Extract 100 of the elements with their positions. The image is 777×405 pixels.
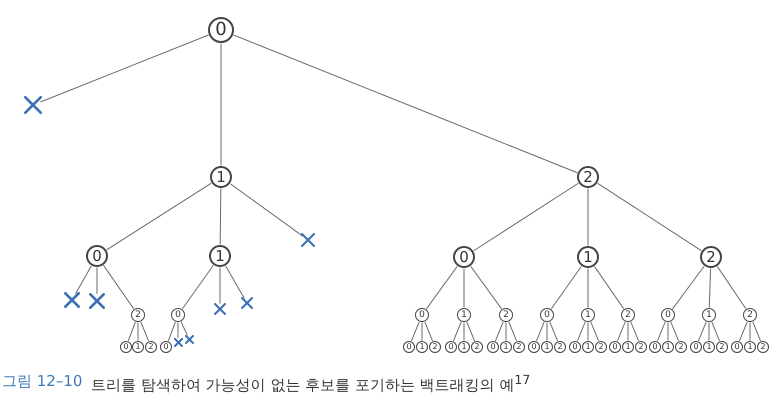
cross-mark — [214, 303, 226, 315]
tree-branch — [597, 182, 702, 252]
tree-branch — [738, 321, 748, 342]
tree-branch — [698, 321, 707, 342]
tree-branch — [106, 182, 212, 250]
tree-branch — [470, 266, 502, 310]
cross-mark — [64, 292, 80, 308]
tree-node: 0 — [208, 17, 234, 43]
tree-branch — [40, 34, 209, 102]
tree-branch — [616, 321, 626, 342]
tree-node: 2 — [700, 246, 722, 268]
cross-mark — [89, 293, 105, 309]
tree-node: 1 — [662, 341, 674, 353]
tree-node: 1 — [209, 245, 231, 267]
tree-node: 2 — [554, 341, 566, 353]
tree-branch — [426, 266, 458, 310]
tree-node: 2 — [577, 166, 599, 188]
tree-node: 2 — [675, 341, 687, 353]
cross-mark — [174, 338, 182, 346]
tree-node: 1 — [744, 341, 756, 353]
tree-branch — [220, 43, 222, 166]
tree-branch — [75, 266, 92, 294]
tree-node: 1 — [210, 166, 232, 188]
tree-branch — [225, 265, 245, 299]
figure-number: 그림 12–10 — [2, 372, 82, 391]
tree-node: 2 — [131, 308, 145, 322]
tree-branch — [708, 268, 712, 308]
tree-branch — [576, 321, 586, 342]
tree-node: 0 — [453, 246, 475, 268]
tree-node: 0 — [415, 308, 429, 322]
tree-node: 0 — [569, 341, 581, 353]
tree-branch — [140, 321, 150, 342]
tree-branch — [452, 321, 462, 342]
tree-branch — [168, 322, 176, 342]
cross-mark — [301, 233, 315, 247]
tree-node: 0 — [445, 341, 457, 353]
tree-branch — [630, 321, 640, 342]
tree-branch — [752, 321, 762, 342]
tree-branch — [594, 266, 624, 310]
tree-node: 1 — [500, 341, 512, 353]
tree-node: 2 — [743, 308, 757, 322]
tree-node: 2 — [635, 341, 647, 353]
tree-branch — [220, 188, 222, 245]
tree-node: 0 — [540, 308, 554, 322]
tree-node: 1 — [703, 341, 715, 353]
tree-branch — [716, 266, 746, 310]
tree-branch — [128, 322, 136, 342]
caption: 트리를 탐색하여 가능성이 없는 후보를 포기하는 백트래킹의 예$^{17}$ — [91, 372, 530, 395]
tree-branch — [230, 183, 304, 237]
tree-node: 1 — [581, 308, 595, 322]
tree-node: 0 — [403, 341, 415, 353]
tree-branch — [103, 264, 134, 310]
tree-node: 1 — [416, 341, 428, 353]
tree-node: 2 — [513, 341, 525, 353]
tree-branch — [546, 322, 548, 341]
tree-branch — [96, 267, 98, 294]
cross-mark — [24, 96, 42, 114]
tree-node: 0 — [487, 341, 499, 353]
tree-node: 1 — [132, 341, 144, 353]
tree-branch — [410, 321, 420, 342]
tree-node: 1 — [622, 341, 634, 353]
tree-branch — [473, 182, 579, 252]
tree-node: 1 — [577, 246, 599, 268]
cross-mark — [241, 297, 253, 309]
tree-branch — [233, 34, 578, 174]
tree-branch — [590, 321, 600, 342]
tree-node: 2 — [716, 341, 728, 353]
tree-branch — [466, 321, 476, 342]
tree-node: 0 — [86, 245, 108, 267]
tree-node: 1 — [582, 341, 594, 353]
tree-node: 2 — [499, 308, 513, 322]
tree-branch — [549, 321, 558, 342]
tree-branch — [180, 321, 188, 336]
tree-branch — [536, 321, 545, 342]
tree-branch — [656, 321, 666, 342]
tree-node: 1 — [541, 341, 553, 353]
tree-branch — [550, 266, 582, 310]
tree-node: 1 — [458, 341, 470, 353]
tree-branch — [182, 264, 214, 310]
tree-node: 1 — [702, 308, 716, 322]
tree-node: 2 — [429, 341, 441, 353]
tree-branch — [708, 322, 710, 341]
tree-branch — [494, 321, 504, 342]
tree-node: 0 — [171, 308, 185, 322]
tree-node: 0 — [649, 341, 661, 353]
tree-node: 2 — [471, 341, 483, 353]
tree-branch — [424, 321, 434, 342]
tree-node: 0 — [661, 308, 675, 322]
cross-mark — [184, 334, 194, 344]
tree-node: 2 — [757, 341, 769, 353]
tree-node: 0 — [731, 341, 743, 353]
tree-node: 0 — [528, 341, 540, 353]
tree-node: 0 — [609, 341, 621, 353]
tree-node: 0 — [690, 341, 702, 353]
tree-node: 2 — [595, 341, 607, 353]
tree-node: 2 — [145, 341, 157, 353]
tree-branch — [670, 321, 680, 342]
tree-branch — [672, 266, 705, 310]
tree-branch — [508, 321, 518, 342]
tree-node: 1 — [457, 308, 471, 322]
